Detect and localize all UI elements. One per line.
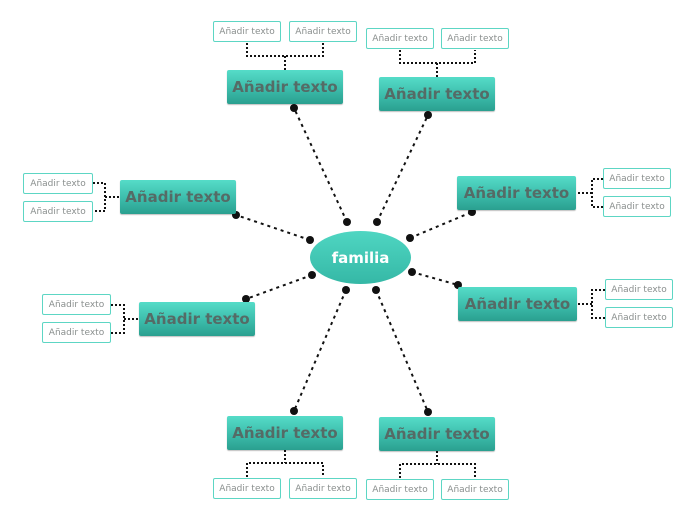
- connector-bot-left: [293, 289, 347, 412]
- branch-label: Añadir texto: [232, 78, 338, 96]
- leaf-mid-right-2[interactable]: Añadir texto: [603, 196, 671, 217]
- leaf-brackets: [93, 43, 605, 478]
- leaf-label: Añadir texto: [219, 483, 275, 494]
- bracket-low-left: [111, 304, 139, 334]
- branch-label: Añadir texto: [232, 424, 338, 442]
- branch-top-left[interactable]: Añadir texto: [227, 70, 343, 104]
- leaf-label: Añadir texto: [219, 26, 275, 37]
- branch-top-right[interactable]: Añadir texto: [379, 77, 495, 111]
- branch-label: Añadir texto: [144, 310, 250, 328]
- leaf-top-left-2[interactable]: Añadir texto: [289, 21, 357, 42]
- leaf-label: Añadir texto: [30, 178, 86, 189]
- leaf-label: Añadir texto: [372, 484, 428, 495]
- bracket-mid-left: [93, 182, 120, 212]
- branch-mid-right[interactable]: Añadir texto: [457, 176, 576, 210]
- connector-top-right: [376, 114, 429, 223]
- connector-bot-right: [375, 289, 429, 413]
- bracket-top-right: [399, 50, 476, 77]
- bracket-low-right: [577, 289, 605, 319]
- leaf-mid-right-1[interactable]: Añadir texto: [603, 168, 671, 189]
- leaf-bot-left-2[interactable]: Añadir texto: [289, 478, 357, 499]
- branch-low-right[interactable]: Añadir texto: [458, 287, 577, 321]
- leaf-label: Añadir texto: [611, 284, 667, 295]
- leaf-label: Añadir texto: [609, 201, 665, 212]
- leaf-label: Añadir texto: [48, 299, 105, 310]
- bracket-bot-left: [246, 450, 324, 477]
- leaf-bot-right-1[interactable]: Añadir texto: [366, 479, 434, 500]
- leaf-top-right-1[interactable]: Añadir texto: [366, 28, 434, 49]
- connector-top-left: [293, 107, 348, 223]
- central-topic[interactable]: familia: [310, 231, 411, 284]
- branch-label: Añadir texto: [464, 295, 571, 313]
- connector-low-left: [245, 274, 313, 300]
- connector-mid-right: [409, 211, 473, 239]
- branch-label: Añadir texto: [384, 425, 490, 443]
- leaf-label: Añadir texto: [447, 33, 503, 44]
- leaf-bot-left-1[interactable]: Añadir texto: [213, 478, 281, 499]
- leaf-mid-left-2[interactable]: Añadir texto: [23, 201, 93, 222]
- leaf-label: Añadir texto: [295, 483, 351, 494]
- leaf-low-left-2[interactable]: Añadir texto: [42, 322, 111, 343]
- leaf-label: Añadir texto: [372, 33, 428, 44]
- branch-label: Añadir texto: [125, 188, 231, 206]
- leaf-bot-right-2[interactable]: Añadir texto: [441, 479, 509, 500]
- leaf-label: Añadir texto: [611, 312, 667, 323]
- branch-label: Añadir texto: [463, 184, 570, 202]
- leaf-label: Añadir texto: [447, 484, 503, 495]
- leaf-low-right-1[interactable]: Añadir texto: [605, 279, 673, 300]
- branch-bot-left[interactable]: Añadir texto: [227, 416, 343, 450]
- leaf-mid-left-1[interactable]: Añadir texto: [23, 173, 93, 194]
- leaf-label: Añadir texto: [48, 327, 105, 338]
- connector-dots: [232, 104, 476, 416]
- branch-label: Añadir texto: [384, 85, 490, 103]
- leaf-top-right-2[interactable]: Añadir texto: [441, 28, 509, 49]
- leaf-low-right-2[interactable]: Añadir texto: [605, 307, 673, 328]
- radial-connectors: [235, 107, 473, 413]
- branch-low-left[interactable]: Añadir texto: [139, 302, 255, 336]
- leaf-top-left-1[interactable]: Añadir texto: [213, 21, 281, 42]
- central-topic-label: familia: [331, 248, 390, 267]
- leaf-label: Añadir texto: [609, 173, 665, 184]
- branch-mid-left[interactable]: Añadir texto: [120, 180, 236, 214]
- bracket-bot-right: [399, 451, 476, 478]
- connector-low-right: [411, 271, 459, 286]
- bracket-mid-right: [576, 178, 603, 208]
- connector-mid-left: [235, 214, 311, 241]
- leaf-label: Añadir texto: [30, 206, 86, 217]
- leaf-label: Añadir texto: [295, 26, 351, 37]
- bracket-top-left: [246, 43, 324, 70]
- branch-bot-right[interactable]: Añadir texto: [379, 417, 495, 451]
- leaf-low-left-1[interactable]: Añadir texto: [42, 294, 111, 315]
